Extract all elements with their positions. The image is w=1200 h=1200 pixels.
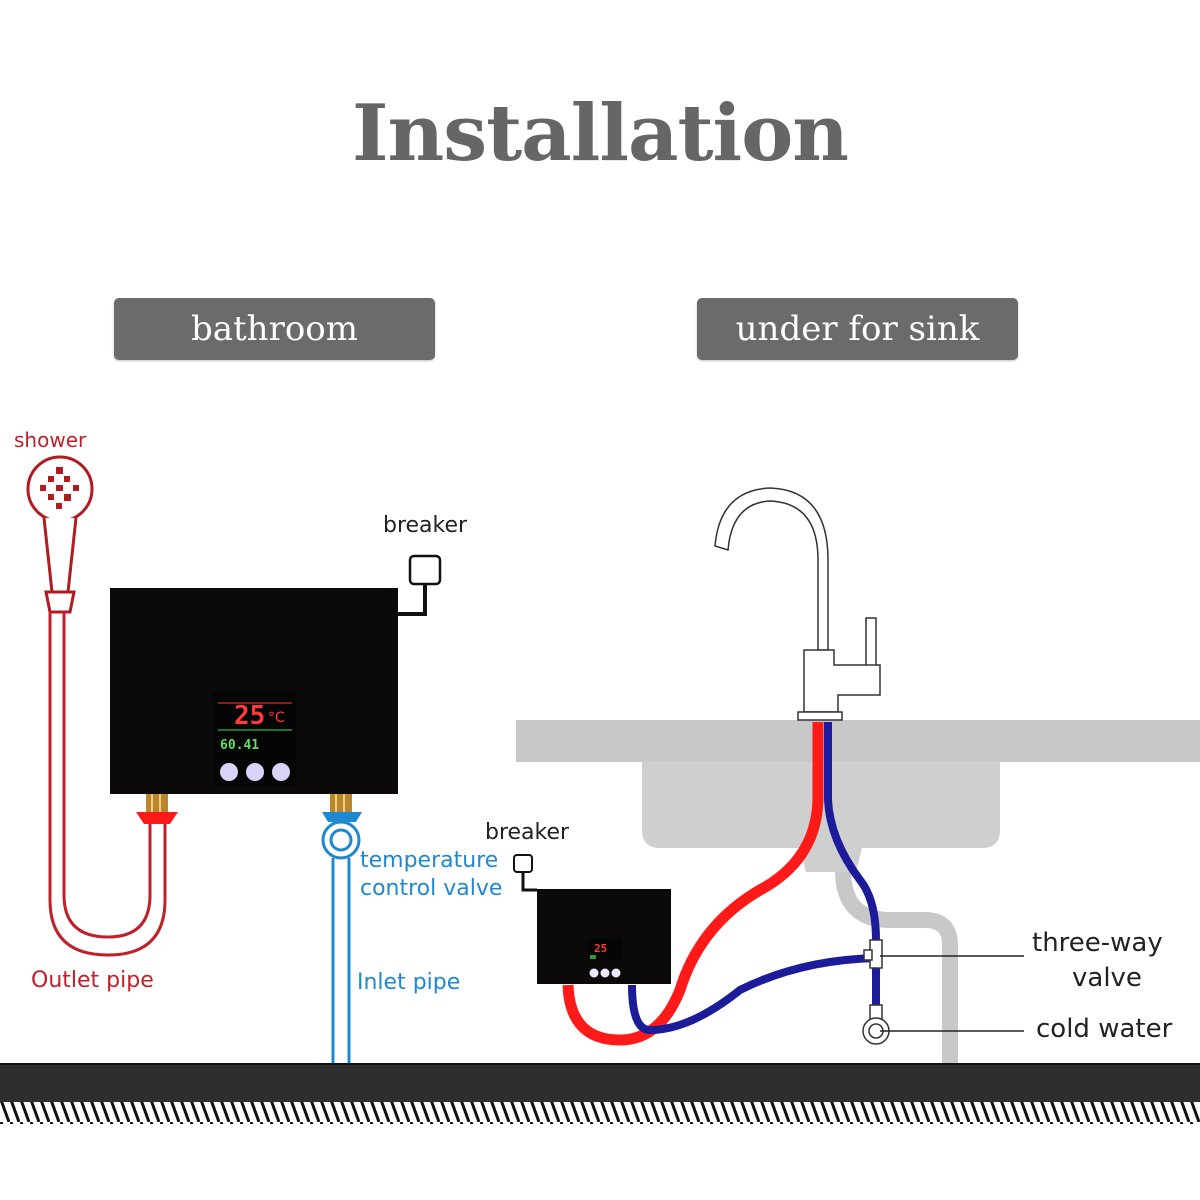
temperature-control-valve-icon xyxy=(321,820,361,860)
drain-pipe xyxy=(835,869,958,1064)
display-temperature: 25 xyxy=(234,701,265,731)
display-secondary-reading: 60.41 xyxy=(220,738,259,753)
breaker-label: breaker xyxy=(383,513,468,538)
three-way-valve-icon xyxy=(863,939,883,969)
hot-water-hose xyxy=(562,722,824,1046)
breaker-icon xyxy=(398,554,442,616)
three-way-valve-label-line2: valve xyxy=(1072,963,1142,993)
floor xyxy=(0,1064,1200,1102)
heater-button-3 xyxy=(272,763,290,781)
water-heater-unit-small: 25 xyxy=(537,889,671,984)
bathroom-section-tag: bathroom xyxy=(114,298,435,360)
faucet-icon xyxy=(714,487,881,721)
heater-button-2 xyxy=(246,763,264,781)
cold-water-valve-icon xyxy=(862,1004,890,1045)
countertop xyxy=(516,720,1200,762)
shower-label: shower xyxy=(14,428,87,452)
outlet-pipe xyxy=(48,612,167,957)
svg-text:25: 25 xyxy=(594,942,607,955)
cold-water-hose xyxy=(628,722,880,1035)
breaker-icon-small xyxy=(513,854,537,892)
page-title: Installation xyxy=(352,88,849,179)
temperature-control-valve-label-line2: control valve xyxy=(360,876,503,901)
inlet-pipe-label: Inlet pipe xyxy=(357,970,461,995)
outlet-connector xyxy=(136,812,178,824)
water-heater-unit: 25 °C 60.41 xyxy=(110,588,398,794)
floor-hatching xyxy=(0,1102,1200,1124)
three-way-valve-label-line1: three-way xyxy=(1032,928,1163,958)
cold-water-label: cold water xyxy=(1036,1014,1173,1044)
heater-button-1 xyxy=(220,763,238,781)
outlet-fitting xyxy=(146,794,168,812)
sink-breaker-label: breaker xyxy=(485,820,570,845)
inlet-fitting xyxy=(330,794,352,812)
shower-head-icon xyxy=(26,455,94,614)
temperature-control-valve-label-line1: temperature xyxy=(360,848,499,873)
display-unit: °C xyxy=(268,710,285,726)
sink-section-tag: under for sink xyxy=(697,298,1018,360)
outlet-pipe-label: Outlet pipe xyxy=(31,968,154,993)
inlet-pipe xyxy=(331,858,351,1064)
